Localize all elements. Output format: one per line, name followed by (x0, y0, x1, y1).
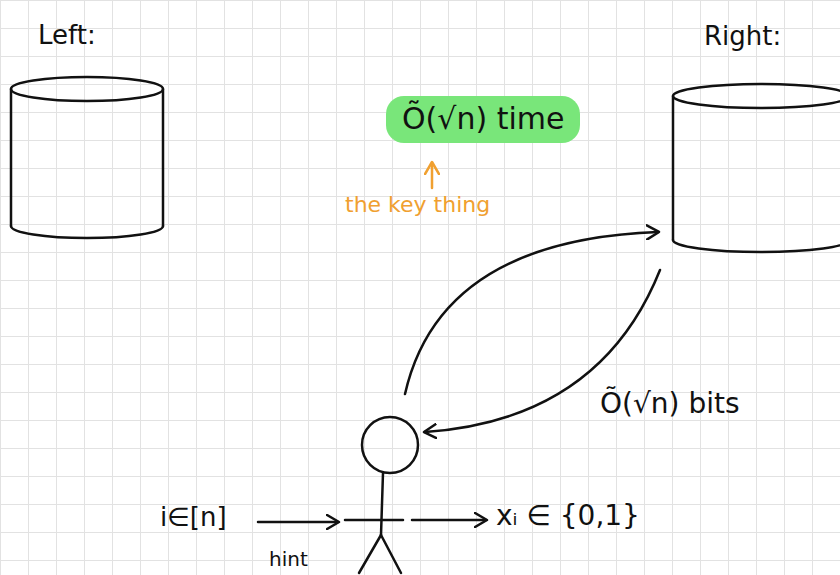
input-label: i∈[n] (160, 503, 227, 533)
pointer-arrow (431, 163, 434, 188)
cylinder-outline (8, 75, 166, 240)
database-cylinder: Right: (670, 82, 840, 254)
output-label: xᵢ ∈ {0,1} (496, 500, 640, 532)
figure-drawing (345, 410, 435, 575)
database-cylinder: Left: (8, 75, 166, 240)
edge-label: Õ(√n) bits (600, 388, 740, 420)
stick-figure: hint (345, 410, 435, 575)
annotation: the key thing (345, 192, 490, 217)
store-heading: Right: (704, 22, 781, 52)
input-arrow (258, 521, 338, 524)
curved-arrow (405, 232, 658, 394)
cylinder-outline (670, 82, 840, 254)
figure-label: hint (269, 548, 308, 571)
output-arrow (412, 519, 486, 522)
highlight-label: Õ(√n) time (386, 96, 580, 143)
store-heading: Left: (38, 21, 96, 51)
